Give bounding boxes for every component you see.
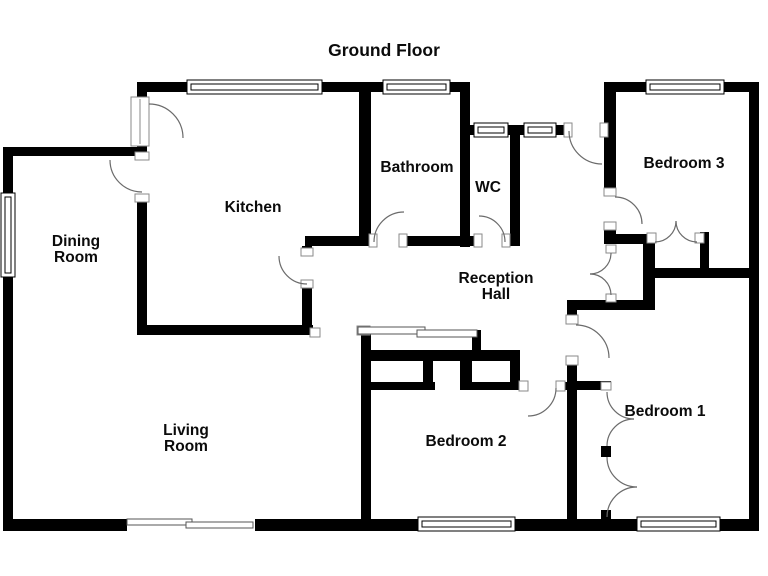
closet3-door-arc-right bbox=[675, 220, 698, 243]
room-label-bedroom2: Bedroom 2 bbox=[426, 433, 507, 450]
closet-right-rightwall bbox=[510, 361, 520, 390]
door-arcs bbox=[109, 103, 698, 518]
wall-kitchen-south bbox=[305, 236, 372, 246]
wall-bath-south bbox=[405, 236, 477, 246]
bathroom-door-arc bbox=[373, 211, 405, 243]
back-door-arc bbox=[148, 103, 184, 139]
room-label-living-1: Living bbox=[163, 422, 209, 439]
wall-bed-divider-a bbox=[567, 300, 577, 323]
wall-bottom-west bbox=[3, 519, 127, 531]
room-label-reception-2: Hall bbox=[482, 286, 510, 303]
closet3-door-arc-left bbox=[654, 220, 677, 243]
front-door-opening bbox=[566, 124, 602, 136]
bedroom1-door-arc bbox=[575, 324, 610, 359]
wall-divider-dining-a bbox=[137, 82, 147, 98]
closet-left-rightwall bbox=[423, 361, 433, 382]
wall-bedroom3-bedroom1-divider bbox=[650, 268, 759, 278]
bedroom2-door-arc bbox=[527, 387, 557, 417]
bedroom3-door-arc bbox=[614, 196, 643, 225]
window-bedroom2 bbox=[417, 516, 516, 532]
wall-divider-dining-b bbox=[137, 146, 147, 156]
window-hall bbox=[523, 122, 557, 138]
closet-bar bbox=[361, 350, 520, 361]
wall-hall-east bbox=[643, 234, 655, 308]
windows bbox=[0, 79, 725, 532]
wardrobe-arc-1 bbox=[606, 391, 635, 420]
wall-bedroom3-west-a bbox=[604, 82, 616, 188]
window-dining bbox=[0, 192, 16, 278]
window-kitchen bbox=[186, 79, 323, 95]
room-label-kitchen: Kitchen bbox=[225, 199, 282, 216]
wall-bed-divider-b bbox=[567, 358, 577, 519]
room-label-wc: WC bbox=[475, 179, 501, 196]
wall-hall-south bbox=[568, 300, 655, 310]
wall-cupboard-top bbox=[608, 234, 655, 244]
cupboard-door-arc-top bbox=[589, 252, 612, 275]
wall-bedroom2-west bbox=[361, 328, 371, 519]
walls bbox=[3, 82, 759, 531]
hall-kitchen-door-arc bbox=[278, 255, 308, 285]
wardrobe-arc-3 bbox=[606, 456, 638, 488]
front-door-arc bbox=[568, 130, 603, 165]
door-frames bbox=[130, 96, 705, 392]
wardrobe-arc-2 bbox=[606, 418, 635, 447]
closet-right-bottom bbox=[460, 382, 520, 390]
wardrobe-bottom-post bbox=[601, 510, 611, 519]
window-wc bbox=[473, 122, 509, 138]
cupboard-door-arc-bottom bbox=[589, 273, 612, 296]
hall-closet-thin-lines bbox=[357, 326, 478, 338]
room-label-bathroom: Bathroom bbox=[380, 159, 453, 176]
labels: Ground Floor Dining Room Kitchen Bathroo… bbox=[52, 40, 725, 455]
room-label-bedroom1: Bedroom 1 bbox=[625, 403, 706, 420]
room-label-reception-1: Reception bbox=[459, 270, 534, 287]
window-bedroom1 bbox=[636, 516, 721, 532]
wardrobe-arc-4 bbox=[606, 486, 638, 518]
window-bedroom3 bbox=[645, 79, 725, 95]
room-label-dining-1: Dining bbox=[52, 233, 100, 250]
wall-left bbox=[3, 147, 13, 531]
wall-wc-right bbox=[510, 125, 520, 246]
wall-closet3-post bbox=[700, 232, 709, 270]
wall-wardrobe-top bbox=[577, 381, 611, 390]
room-label-dining-2: Room bbox=[54, 249, 98, 266]
wc-door-arc bbox=[478, 215, 506, 243]
room-label-living-2: Room bbox=[164, 438, 208, 455]
patio-door bbox=[126, 518, 254, 529]
closet-left-bottom bbox=[361, 382, 435, 390]
closet-stub bbox=[472, 330, 481, 350]
page-title: Ground Floor bbox=[328, 40, 440, 60]
wall-bath-wc-divider bbox=[460, 82, 470, 247]
window-bathroom bbox=[382, 79, 451, 95]
room-label-bedroom3: Bedroom 3 bbox=[644, 155, 725, 172]
wall-right bbox=[749, 82, 759, 531]
dining-door-arc bbox=[109, 159, 143, 193]
wall-kitchen-bath-divider bbox=[359, 82, 371, 237]
wall-divider-dining-c bbox=[137, 196, 147, 335]
wall-hall-west-b bbox=[302, 284, 312, 335]
wall-dining-top bbox=[3, 147, 146, 156]
closet-right-leftwall bbox=[460, 361, 472, 382]
wall-living-north bbox=[143, 325, 313, 335]
wardrobe-mid-post bbox=[601, 446, 611, 457]
